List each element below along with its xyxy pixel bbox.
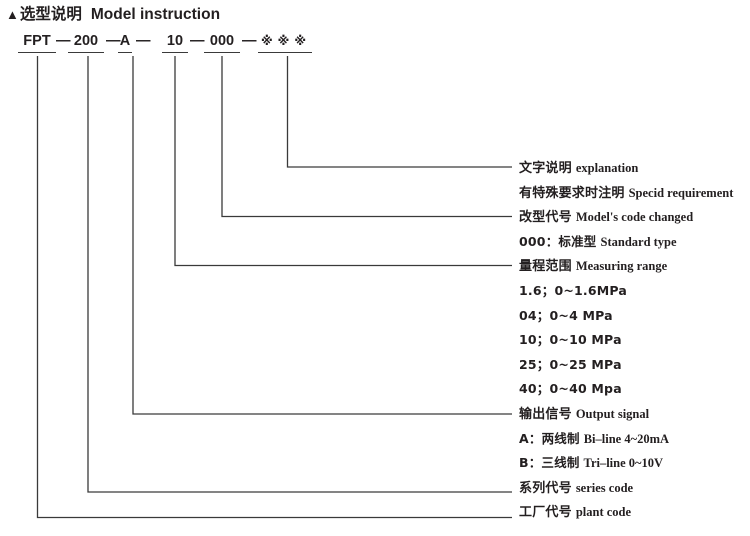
description-label-en: Model's code changed (575, 210, 694, 225)
description-label-en: Bi–line 4~20mA (583, 431, 670, 446)
leader-line-measuring-range (174, 56, 512, 267)
model-code-segment-4: 000 (204, 33, 240, 53)
model-code-segment-3: 10 (162, 33, 188, 53)
description-label-cn: 04；0~4 MPa (519, 307, 613, 323)
description-label-cn: 文字说明 (519, 161, 572, 176)
description-label-cn: 工厂代号 (519, 505, 572, 521)
description-label-en: explanation (575, 161, 639, 175)
leader-line-output-signal (132, 56, 512, 415)
description-label-cn: 25；0~25 MPa (519, 356, 622, 372)
model-code-dash-2: — (136, 33, 151, 49)
description-label-en: Tri–line 0~10V (583, 456, 664, 471)
leader-line-series-code (87, 56, 512, 493)
model-code-dash-4: — (242, 33, 257, 49)
description-label-en: Standard type (600, 234, 677, 249)
description-row: 04；0~4 MPa (519, 305, 750, 330)
leader-line-explanation (286, 56, 512, 168)
page-title-en: Model instruction (90, 6, 221, 23)
description-label-cn: 系列代号 (519, 480, 572, 496)
page-title: ▲ 选型说明 Model instruction (6, 2, 220, 24)
description-label-cn: 000：标准型 (519, 233, 597, 249)
page-title-cn: 选型说明 (19, 5, 82, 23)
description-label-cn: 输出信号 (519, 406, 572, 422)
description-label-cn: B：三线制 (519, 455, 580, 471)
description-label-en: Measuring range (575, 259, 668, 274)
description-label-cn: 有特殊要求时注明 (519, 185, 625, 201)
description-row: 40；0~40 Mpa (519, 378, 750, 403)
description-row: 10；0~10 MPa (519, 329, 750, 354)
description-label-en: Output signal (575, 406, 650, 421)
description-label-cn: 量程范围 (519, 259, 572, 275)
description-row: 1.6；0~1.6MPa (519, 280, 750, 305)
model-code-segment-5: ※※※ (258, 33, 312, 53)
description-label-en: plant code (575, 505, 632, 520)
model-code-segment-2: A (118, 33, 132, 53)
triangle-bullet-icon: ▲ (6, 7, 19, 22)
description-label-en: series code (575, 480, 634, 495)
description-label-en: Specid requirement (628, 185, 734, 200)
description-label-cn: 40；0~40 Mpa (519, 381, 622, 397)
description-label-cn: A：两线制 (519, 430, 580, 446)
model-code-segment-0: FPT (18, 33, 56, 53)
model-code-dash-3: — (190, 33, 205, 49)
leader-line-plant-code (36, 56, 512, 519)
leader-line-code-changed (221, 56, 512, 218)
model-code-segment-1: 200 (68, 33, 104, 53)
description-label-cn: 1.6；0~1.6MPa (519, 282, 628, 298)
description-row: 25；0~25 MPa (519, 354, 750, 379)
model-code-dash-1: — (106, 33, 121, 49)
description-label-cn: 改型代号 (519, 210, 572, 226)
model-code-dash-0: — (56, 33, 71, 49)
description-label-cn: 10；0~10 MPa (519, 332, 622, 348)
